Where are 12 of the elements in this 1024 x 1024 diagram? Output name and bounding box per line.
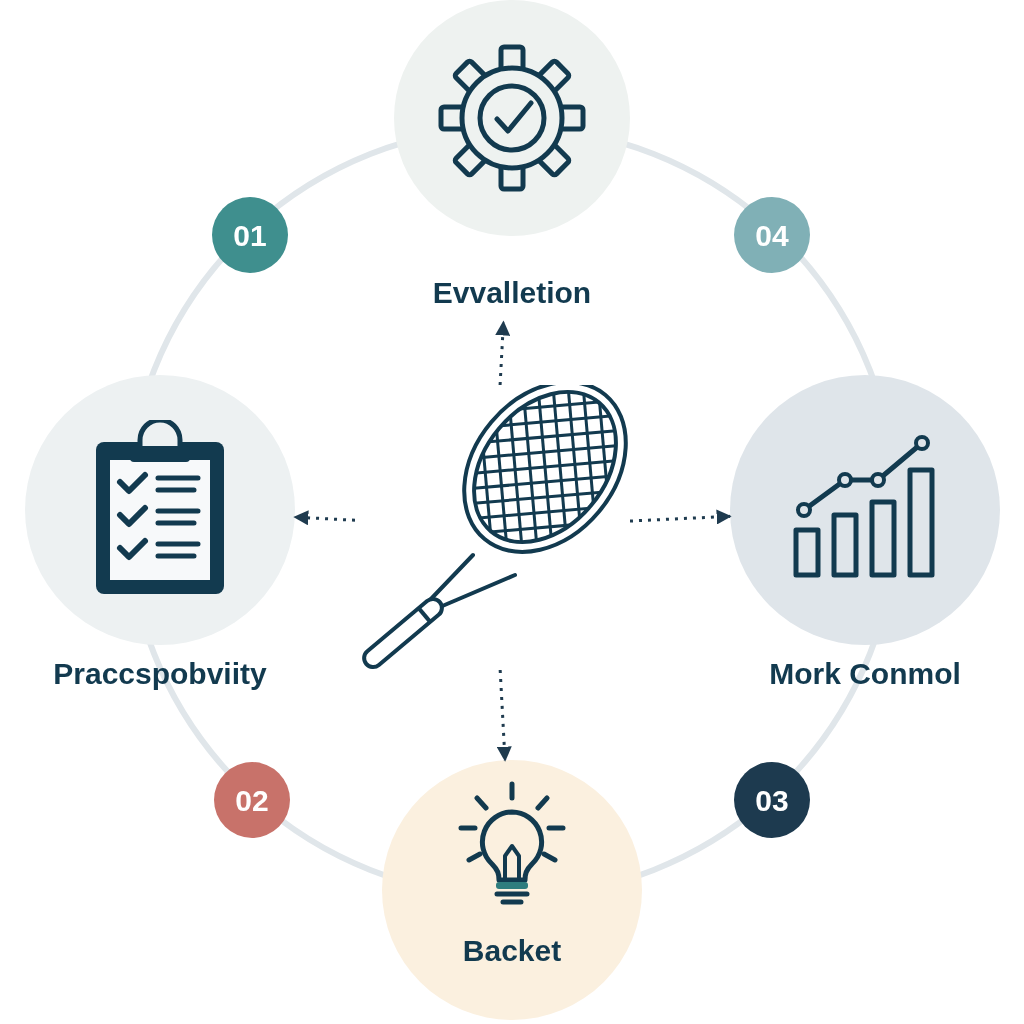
- step-number: 02: [235, 782, 269, 819]
- dotted-arrow: [293, 510, 356, 526]
- dotted-arrow: [629, 509, 732, 525]
- step-label: Mork Conmol: [769, 657, 961, 690]
- step-label: Evvalletion: [432, 276, 592, 309]
- step-label: Praccspobviity: [53, 657, 267, 690]
- dotted-arrow: [496, 669, 512, 762]
- dotted-arrow: [495, 320, 511, 386]
- step-number: 04: [755, 217, 789, 254]
- step-label: Backet: [462, 934, 562, 967]
- step-number: 03: [755, 782, 789, 819]
- step-number: 01: [233, 217, 267, 254]
